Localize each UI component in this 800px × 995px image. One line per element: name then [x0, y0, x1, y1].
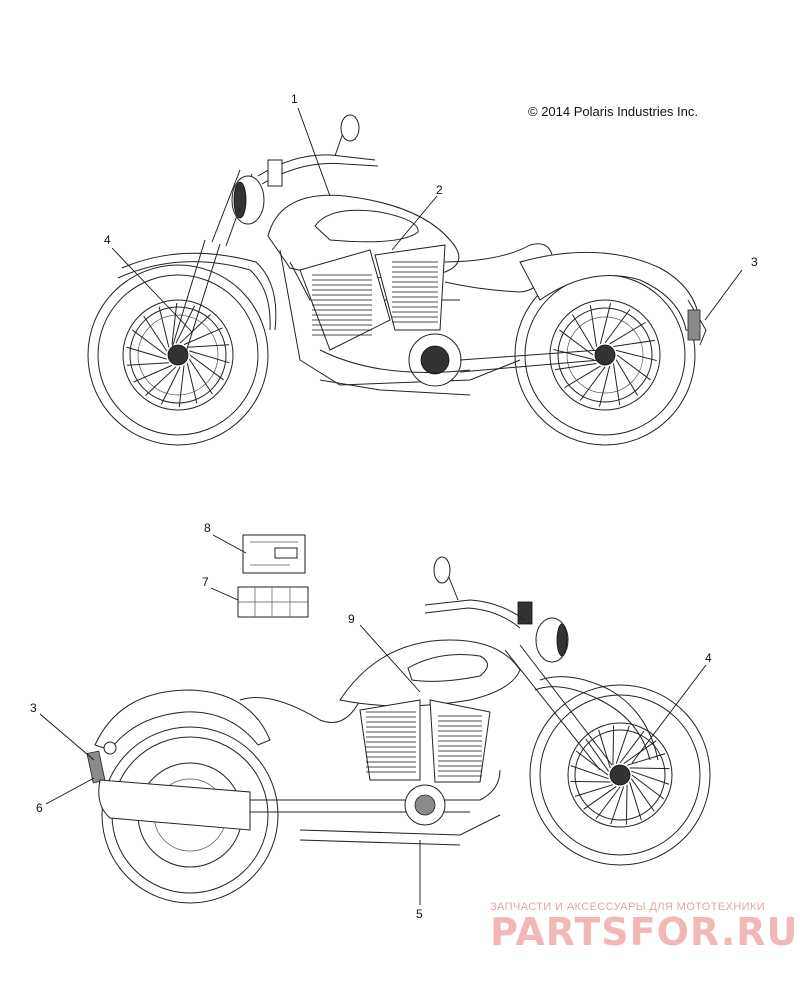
wheel-spoke: [629, 767, 670, 770]
wheel-spoke: [160, 366, 181, 405]
wheel-spoke: [609, 321, 646, 345]
wheel-spoke: [625, 784, 628, 825]
front-wheel-bottom: [529, 684, 711, 866]
wheel-spoke: [615, 359, 639, 396]
callout-1: 1: [291, 92, 298, 106]
wheel-spoke: [575, 750, 609, 776]
wheel-spoke: [629, 781, 642, 821]
wheel-spoke: [604, 309, 631, 344]
callout-4-lower: 4: [705, 651, 712, 665]
wheel-spoke: [553, 348, 595, 361]
wheel-spoke: [171, 302, 178, 345]
wheel-spoke: [183, 327, 223, 346]
wheel-spoke: [555, 362, 597, 371]
callout-5: 5: [416, 907, 423, 921]
wheel-spoke: [613, 339, 655, 348]
decal-7-illustration: [237, 586, 309, 618]
wheel-spoke: [585, 738, 609, 772]
wheel-spoke: [599, 303, 612, 345]
wheel-spoke: [189, 350, 230, 364]
wheel-spoke: [583, 786, 617, 810]
rear-wheel-top: [514, 264, 696, 446]
copyright-notice: © 2014 Polaris Industries Inc.: [528, 104, 698, 119]
wheel-spoke: [189, 354, 224, 381]
wheel-spoke: [610, 786, 625, 825]
wheel-spoke: [598, 729, 611, 769]
wheel-spoke: [615, 725, 630, 764]
callout-3: 3: [751, 255, 758, 269]
wheel-spoke: [179, 314, 211, 344]
wheel-spoke: [570, 765, 609, 780]
wheel-spoke: [574, 784, 614, 797]
callout-8: 8: [204, 521, 211, 535]
engine-bottom: [359, 699, 491, 826]
callout-2: 2: [436, 183, 443, 197]
watermark-tagline: ЗАПЧАСТИ И АКСЕССУАРЫ ДЛЯ МОТОТЕХНИКИ: [490, 901, 766, 913]
callout-3-lower: 3: [30, 701, 37, 715]
wheel-spoke: [570, 780, 611, 783]
wheel-spoke: [631, 770, 670, 785]
watermark-brand: PARTSFOR.RU: [490, 910, 799, 954]
callout-9: 9: [348, 612, 355, 626]
callout-4: 4: [104, 233, 111, 247]
wheel-spoke: [145, 366, 177, 396]
wheel-spoke: [187, 344, 230, 348]
decal-8-illustration: [242, 534, 306, 574]
wheel-spoke: [615, 349, 657, 362]
wheel-spoke: [126, 362, 169, 366]
wheel-spoke: [188, 358, 213, 395]
motorcycle-left-side: [87, 114, 707, 446]
wheel-spoke: [598, 365, 611, 407]
wheel-spoke: [589, 305, 598, 347]
wheel-spoke: [626, 753, 666, 766]
wheel-spoke: [612, 725, 615, 766]
engine-top: [299, 244, 471, 387]
wheel-spoke: [143, 315, 168, 352]
wheel-spoke: [178, 365, 185, 408]
wheel-spoke: [126, 346, 167, 360]
front-wheel-top: [87, 264, 269, 446]
callout-7: 7: [202, 575, 209, 589]
wheel-spoke: [186, 362, 198, 404]
wheel-spoke: [595, 786, 621, 820]
wheel-spoke: [612, 363, 621, 405]
wheel-spoke: [631, 774, 665, 800]
motorcycle-right-side: [86, 556, 711, 904]
wheel-spoke: [133, 364, 173, 383]
wheel-spoke: [631, 778, 655, 812]
wheel-spoke: [579, 366, 606, 401]
wheel-spoke: [571, 314, 595, 351]
callout-6: 6: [36, 801, 43, 815]
wheel-spoke: [158, 306, 170, 348]
wheel-spoke: [616, 354, 651, 381]
wheel-spoke: [564, 365, 601, 389]
wheel-spoke: [132, 329, 167, 356]
leader-lines: [39, 107, 743, 905]
